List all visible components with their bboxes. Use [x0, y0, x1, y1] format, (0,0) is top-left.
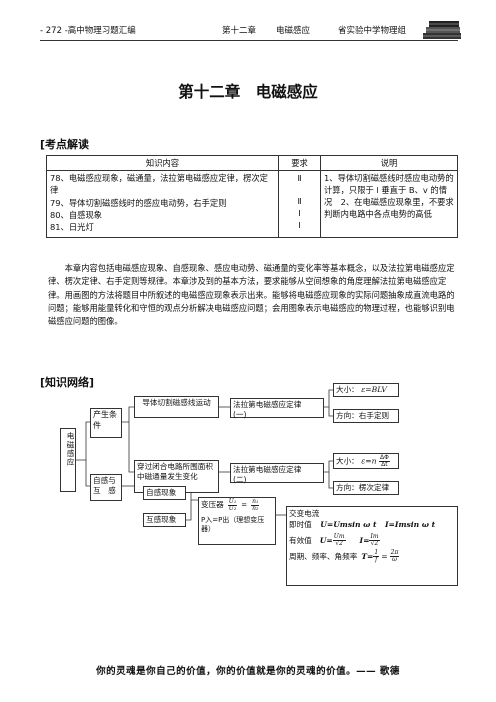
section-heading-exam-points: [考点解读: [40, 138, 90, 151]
equals-sign: =: [381, 551, 388, 561]
section-heading-knowledge-network: [知识网络]: [40, 376, 95, 389]
sqrt2-symbol: √2: [370, 539, 379, 547]
node-alternating-current: 交变电流 即时值 U=Umsin ω t I=Imsin ω t 有效值 U= …: [286, 506, 458, 586]
sqrt2-symbol: √2: [335, 539, 343, 547]
page-title: 第十二章 电磁感应: [178, 83, 318, 101]
ac-effective-voltage-fraction: Um √2: [332, 532, 346, 547]
root-node-em-induction: 电磁感应: [60, 428, 76, 492]
one-symbol: 1: [373, 548, 380, 557]
period-omega-fraction: 2π ω: [389, 548, 400, 563]
table-body-row: 78、电磁感应现象，磁通量，法拉第电磁感应定律，楞次定律 79、导体切割磁感线时…: [46, 170, 458, 239]
chapter-intro-paragraph: 本章内容包括电磁感应现象、自感现象、感应电动势、磁通量的变化率等基本概念，以及法…: [48, 263, 455, 327]
table-row: 81、日光灯: [50, 222, 94, 233]
ac-effective-voltage: U=: [319, 535, 333, 545]
table-header-content: 知识内容: [46, 154, 279, 172]
faraday-law-1-label: 法拉第电磁感应定律: [233, 400, 302, 409]
header-chapter: 第十二章: [222, 26, 257, 36]
ac-instantaneous-label: 即时值: [289, 520, 312, 530]
ac-period-label: 周期、频率、角频率: [289, 551, 358, 561]
table-row: 78、电磁感应现象，磁通量，法拉第电磁感应定律，楞次定律: [50, 173, 268, 196]
books-icon: [423, 21, 461, 39]
ac-instantaneous-row: 即时值 U=Umsin ω t I=Imsin ω t: [289, 519, 455, 530]
req-level: Ⅰ: [298, 208, 301, 219]
node-emf-magnitude-2: 大小： ε=n ΔΦ Δt: [333, 453, 399, 469]
flux-rate-fraction: ΔΦ Δt: [378, 454, 390, 468]
n1-symbol: n₁: [251, 498, 260, 506]
table-row: 80、自感现象: [50, 210, 103, 221]
period-frequency-fraction: 1 f: [373, 548, 380, 563]
table-row: 79、导体切割磁感线时的感应电动势，右手定则: [50, 198, 227, 209]
faraday-law-2-label: 法拉第电磁感应定律: [233, 465, 302, 474]
header-school: 省实验中学物理组: [338, 26, 407, 36]
faraday-law-2-number: (二): [233, 475, 247, 485]
node-direction-lenz-law: 方向：楞次定律: [333, 481, 399, 495]
voltage-ratio-fraction: U₁ U₂: [227, 498, 238, 512]
req-level: Ⅱ: [297, 173, 302, 184]
ac-effective-label: 有效值: [289, 535, 312, 545]
two-pi-symbol: 2π: [389, 548, 400, 557]
ac-period-formula: T=: [361, 551, 374, 561]
node-faraday-law-2: 法拉第电磁感应定律 (二): [230, 463, 324, 485]
u2-symbol: U₂: [228, 505, 237, 512]
node-direction-right-hand-rule: 方向：右手定则: [333, 409, 399, 423]
header-page-label: - 272 -高中物理习题汇编: [40, 26, 136, 36]
req-level: Ⅰ: [298, 220, 301, 231]
im-symbol: Im: [369, 532, 380, 541]
emf-1-formula: ε=BLV: [361, 385, 387, 394]
transformer-power-relation: P入=P出（理想变压器）: [201, 516, 265, 534]
header-topic: 电磁感应: [276, 26, 311, 36]
ac-effective-row: 有效值 U= Um √2 I= Im √2: [289, 532, 455, 547]
node-mutual-induction: 互感现象: [143, 513, 186, 527]
emf-1-label: 大小：: [336, 385, 359, 394]
um-symbol: Um: [332, 532, 346, 541]
ac-title: 交变电流: [289, 509, 320, 518]
emf-2-label: 大小：: [336, 456, 359, 466]
turns-ratio-fraction: n₁ n₂: [251, 498, 260, 512]
node-flux-change: 穿过闭合电路所围面积中磁通量发生变化: [134, 460, 219, 493]
header-rule: [40, 40, 458, 41]
table-content-cell: 78、电磁感应现象，磁通量，法拉第电磁感应定律，楞次定律 79、导体切割磁感线时…: [46, 170, 279, 239]
node-faraday-law-1: 法拉第电磁感应定律 (一): [230, 398, 324, 420]
footer-quote: 你的灵魂是你自己的价值，你的价值就是你的灵魂的价值。—— 歌德: [96, 666, 400, 677]
ac-period-row: 周期、频率、角频率 T= 1 f = 2π ω: [289, 548, 455, 563]
ac-effective-current: I=: [359, 535, 370, 545]
transformer-ratio-row: 变压器 U₁ U₂ = n₁ n₂: [201, 499, 273, 512]
transformer-label: 变压器: [201, 500, 224, 510]
ac-effective-current-fraction: Im √2: [369, 532, 380, 547]
u1-symbol: U₁: [227, 498, 238, 506]
ac-instantaneous-voltage: U=Umsin ω t: [320, 520, 377, 530]
node-self-induction: 自感现象: [143, 486, 186, 500]
faraday-law-1-number: (一): [233, 410, 247, 420]
flux-rate-numerator: ΔΦ: [378, 454, 390, 462]
f-symbol: f: [375, 555, 378, 563]
flux-rate-denominator: Δt: [381, 461, 388, 468]
table-header-row: 知识内容 要求 说明: [46, 154, 458, 172]
table-header-note: 说明: [320, 154, 458, 172]
node-self-mutual-induction: 自感与互 感: [90, 474, 122, 501]
node-transformer: 变压器 U₁ U₂ = n₁ n₂ P入=P出（理想变压器）: [198, 497, 276, 545]
node-generation-condition: 产生条件: [90, 408, 122, 438]
emf-2-formula: ε=n: [361, 456, 377, 466]
equals-sign: =: [241, 500, 248, 509]
table-note-cell: 1、导体切割磁感线时感应电动势的计算，只限于 l 垂直于 B、v 的情况 2、在…: [320, 170, 458, 239]
node-emf-magnitude-1: 大小： ε=BLV: [333, 383, 399, 397]
ac-instantaneous-current: I=Imsin ω t: [384, 520, 436, 530]
omega-symbol: ω: [391, 555, 397, 563]
node-conductor-cutting: 导体切割磁感线运动: [134, 396, 219, 418]
n2-symbol: n₂: [252, 505, 259, 512]
requirements-table: 知识内容 要求 说明 78、电磁感应现象，磁通量，法拉第电磁感应定律，楞次定律 …: [46, 154, 458, 239]
req-level: Ⅱ: [297, 196, 302, 207]
table-req-cell: Ⅱ Ⅱ Ⅰ Ⅰ: [278, 170, 321, 239]
